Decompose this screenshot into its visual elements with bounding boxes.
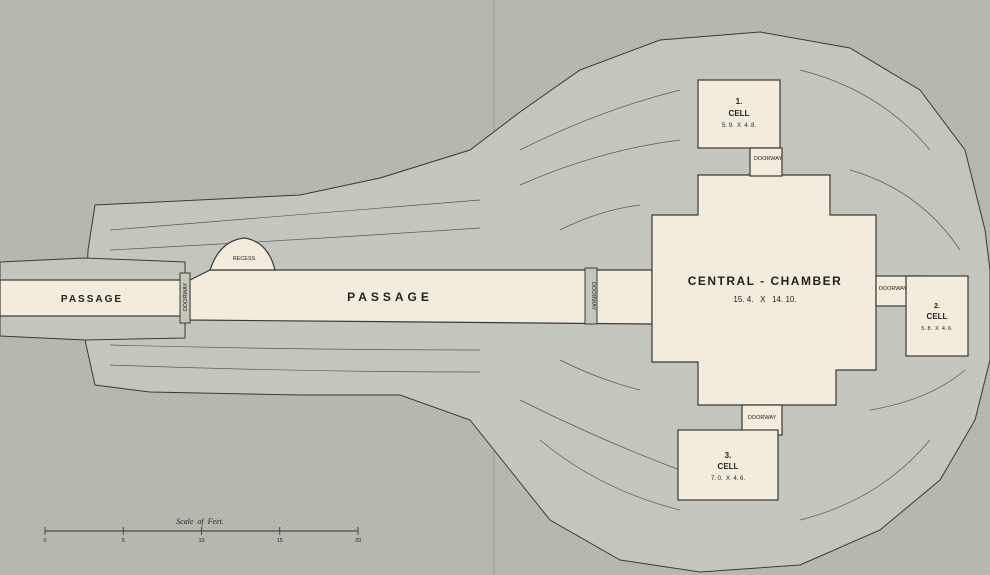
recess-floor bbox=[209, 237, 276, 271]
outer-wall-bottom bbox=[0, 315, 186, 341]
cell-1-title: CELL bbox=[729, 109, 750, 118]
doorway-label-passage-1: DOORWAY bbox=[183, 283, 189, 312]
doorway-bottom-label: DOORWAY bbox=[748, 415, 777, 421]
passage-main-label: PASSAGE bbox=[347, 290, 433, 304]
recess-label: RECESS bbox=[233, 256, 256, 262]
cell-3-number: 3. bbox=[725, 451, 732, 460]
scale-tick-label: 0 bbox=[43, 538, 46, 544]
cell-3-title: CELL bbox=[718, 462, 739, 471]
scale-tick-label: 20 bbox=[355, 538, 361, 544]
scale-tick-label: 15 bbox=[277, 538, 283, 544]
scale-tick-label: 10 bbox=[198, 538, 204, 544]
doorway-top-label: DOORWAY bbox=[754, 156, 783, 162]
cell-2-title: CELL bbox=[927, 312, 948, 321]
doorway-jamb-1 bbox=[179, 272, 191, 324]
scale-title: Scale of Feet. bbox=[176, 517, 224, 526]
doorway-right-label: DOORWAY bbox=[879, 286, 908, 292]
stone-courses bbox=[109, 69, 966, 521]
doorway-jamb-2 bbox=[584, 267, 598, 325]
cell-1-floor bbox=[697, 79, 781, 149]
scale-bar: Scale of Feet. 0 5 10 15 20 bbox=[43, 517, 361, 544]
doorway-label-passage-2: DOORWAY bbox=[590, 282, 596, 311]
cell-2-number: 2. bbox=[934, 303, 940, 310]
passage-outer-label: PASSAGE bbox=[61, 294, 123, 305]
cell-2-dims: 5. 8. X 4. 6. bbox=[921, 326, 953, 332]
cell-1-number: 1. bbox=[736, 97, 743, 106]
central-chamber-dims: 15. 4. X 14. 10. bbox=[733, 295, 796, 304]
cell-1-dims: 5. 9. X 4. 8. bbox=[722, 123, 756, 129]
central-chamber-floor bbox=[651, 174, 877, 406]
outer-wall-top bbox=[0, 257, 186, 281]
cell-3-floor bbox=[677, 429, 779, 501]
cell-3-dims: 7. 0. X 4. 6. bbox=[711, 476, 745, 482]
central-chamber-title: CENTRAL - CHAMBER bbox=[688, 274, 843, 288]
scale-tick-label: 5 bbox=[122, 538, 125, 544]
doorway-top-floor bbox=[749, 147, 783, 177]
cell-2-floor bbox=[905, 275, 969, 357]
